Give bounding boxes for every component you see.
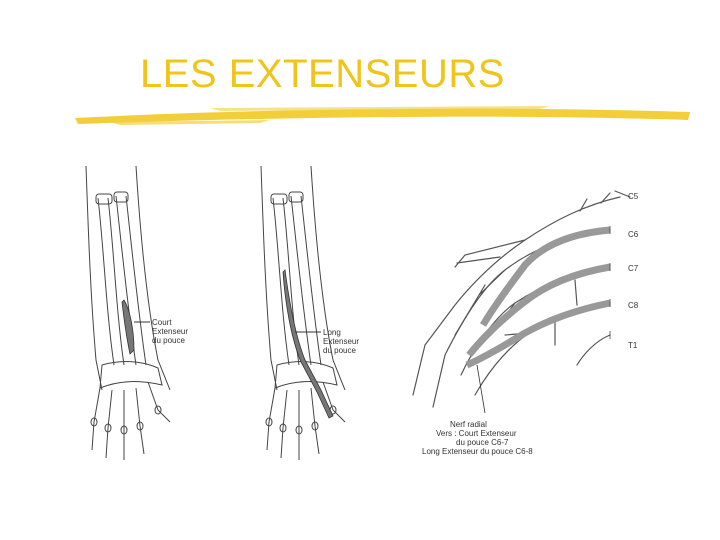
title-underline (75, 106, 690, 125)
long-extensor-label-line1: Long (323, 328, 341, 337)
long-extensor-label: Long Extenseur du pouce (323, 328, 359, 355)
radial-nerve-caption-line4: Long Extenseur du pouce C6-8 (422, 447, 533, 456)
plexus-gray-trunk-1 (479, 226, 611, 327)
radial-nerve-caption-line2: Vers : Court Extenseur (436, 429, 517, 438)
root-label-c7: C7 (628, 264, 639, 273)
brachial-plexus-diagram (412, 190, 631, 414)
short-extensor-label-line2: Extenseur (152, 327, 189, 336)
forearm-long-extensor-illustration (260, 165, 346, 460)
root-label-c8: C8 (628, 301, 639, 310)
radial-nerve-caption: Nerf radial Vers : Court Extenseur du po… (422, 420, 533, 456)
forearm-short-extensor-illustration (85, 165, 171, 460)
short-extensor-label-line3: du pouce (152, 336, 185, 345)
radial-nerve-caption-line1: Nerf radial (450, 420, 487, 429)
long-extensor-label-line2: Extenseur (323, 337, 360, 346)
root-label-t1: T1 (628, 341, 638, 350)
short-extensor-label: Court Extenseur du pouce (152, 318, 188, 345)
short-extensor-label-line1: Court (152, 318, 172, 327)
plexus-gray-trunk-3 (465, 299, 611, 369)
plexus-gray-trunk-2 (466, 263, 611, 358)
root-label-c5: C5 (628, 192, 639, 201)
long-extensor-label-line3: du pouce (323, 346, 356, 355)
radial-nerve-caption-line3: du pouce C6-7 (456, 438, 509, 447)
slide-title: LES EXTENSEURS (140, 52, 505, 96)
root-label-c6: C6 (628, 230, 639, 239)
